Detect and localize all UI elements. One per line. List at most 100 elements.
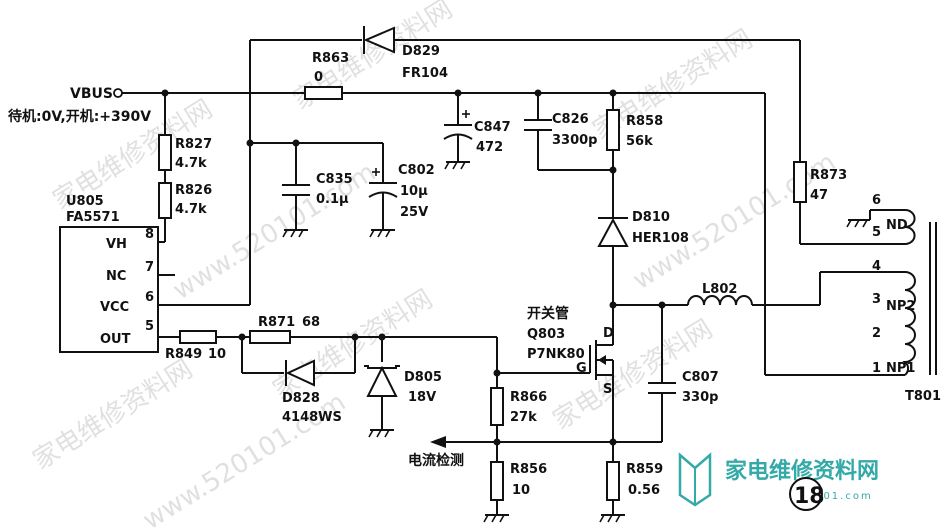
r856-value: 10	[512, 483, 530, 498]
switch-tube-label: 开关管	[527, 305, 569, 322]
ground-icon	[483, 514, 509, 523]
page-number-circle	[789, 477, 823, 511]
junction-dot	[161, 89, 169, 97]
pin-vcc-label: VCC	[100, 300, 129, 315]
c802-capacitor	[368, 168, 398, 198]
c802-voltage: 25V	[400, 205, 428, 220]
r866-resistor	[490, 387, 504, 426]
current-arrow	[430, 436, 446, 448]
r827-value: 4.7k	[175, 156, 207, 171]
junction-dot	[493, 438, 501, 446]
source-pin-label: S	[603, 382, 612, 397]
r863-label: R863	[312, 51, 349, 66]
t801-pin-5: 5	[872, 225, 881, 240]
c826-value: 3300p	[552, 133, 598, 148]
t801-pin-4: 4	[872, 259, 881, 274]
c807-label: C807	[682, 370, 719, 385]
c807-capacitor	[648, 382, 676, 394]
site-logo: 家电维修资料网 520101.com	[678, 452, 879, 507]
junction-dot	[378, 333, 386, 341]
junction-dot	[658, 301, 666, 309]
t801-pin-1: 1	[872, 361, 881, 376]
d805-zener	[364, 365, 400, 397]
r871-resistor	[249, 330, 291, 344]
r871-label: R871	[258, 315, 295, 330]
r826-value: 4.7k	[175, 202, 207, 217]
q803-label: Q803	[527, 327, 565, 342]
l802-inductor	[687, 295, 753, 306]
d810-label: D810	[632, 210, 670, 225]
junction-dot	[454, 89, 462, 97]
r871-value: 68	[302, 315, 320, 330]
r863-resistor	[304, 86, 343, 100]
winding-np1-label: NP1	[886, 361, 915, 376]
t801-pin-2: 2	[872, 326, 881, 341]
pin-5-number: 5	[145, 319, 154, 334]
ground-icon	[599, 514, 625, 523]
junction-dot	[609, 438, 617, 446]
r827-label: R827	[175, 137, 212, 152]
drain-pin-label: D	[603, 326, 614, 341]
r827-resistor	[158, 134, 172, 171]
u805-label: U805	[66, 194, 104, 209]
r863-value: 0	[314, 70, 323, 85]
junction-dot	[238, 333, 246, 341]
d828-label: D828	[282, 391, 320, 406]
d829-label: D829	[402, 44, 440, 59]
c847-capacitor	[443, 110, 473, 140]
pin-vh-label: VH	[106, 237, 127, 252]
junction-dot	[351, 333, 359, 341]
d828-diode	[285, 359, 315, 387]
d805-label: D805	[404, 370, 442, 385]
t801-pin-6: 6	[872, 193, 881, 208]
c835-capacitor	[282, 184, 310, 196]
d829-diode	[363, 26, 395, 54]
r849-value: 10	[208, 347, 226, 362]
r856-label: R856	[510, 462, 547, 477]
vbus-terminal	[113, 88, 123, 98]
r858-resistor	[606, 109, 620, 151]
junction-dot	[534, 89, 542, 97]
r859-resistor	[606, 461, 620, 501]
gate-pin-label: G	[576, 361, 587, 376]
r849-label: R849	[165, 347, 202, 362]
logo-sub-text: 520101.com	[790, 491, 873, 502]
c826-capacitor	[524, 119, 552, 131]
pin-out-label: OUT	[100, 332, 131, 347]
r859-value: 0.56	[628, 483, 660, 498]
winding-nd-label: ND	[886, 218, 908, 233]
r859-label: R859	[626, 462, 663, 477]
d810-diode	[597, 217, 629, 247]
d805-value: 18V	[408, 390, 436, 405]
fa5571-label: FA5571	[66, 210, 120, 225]
junctions	[161, 89, 666, 446]
c802-label: C802	[398, 163, 435, 178]
junction-dot	[493, 369, 501, 377]
standby-note: 待机:0V,开机:+390V	[8, 108, 151, 125]
r873-label: R873	[810, 168, 847, 183]
pin-6-number: 6	[145, 290, 154, 305]
winding-np2-label: NP2	[886, 299, 915, 314]
ground-icon	[369, 229, 395, 238]
c807-value: 330p	[682, 390, 718, 405]
r826-label: R826	[175, 183, 212, 198]
ground-icon	[368, 429, 394, 438]
ground-icon	[444, 161, 470, 170]
vbus-label: VBUS	[70, 86, 113, 102]
page-number: 18	[794, 484, 825, 509]
t801-label: T801	[905, 389, 941, 404]
ground-icon	[846, 219, 870, 228]
c835-label: C835	[316, 172, 353, 187]
current-detect-label: 电流检测	[408, 452, 464, 469]
r858-label: R858	[626, 114, 663, 129]
c835-value: 0.1μ	[316, 192, 349, 207]
q803-mosfet	[589, 335, 614, 380]
r826-resistor	[158, 182, 172, 219]
r858-value: 56k	[626, 134, 653, 149]
c826-label: C826	[552, 112, 589, 127]
pin-nc-label: NC	[106, 269, 126, 284]
ground-symbols	[282, 161, 870, 523]
r873-value: 47	[810, 188, 828, 203]
t801-pin-3: 3	[872, 292, 881, 307]
